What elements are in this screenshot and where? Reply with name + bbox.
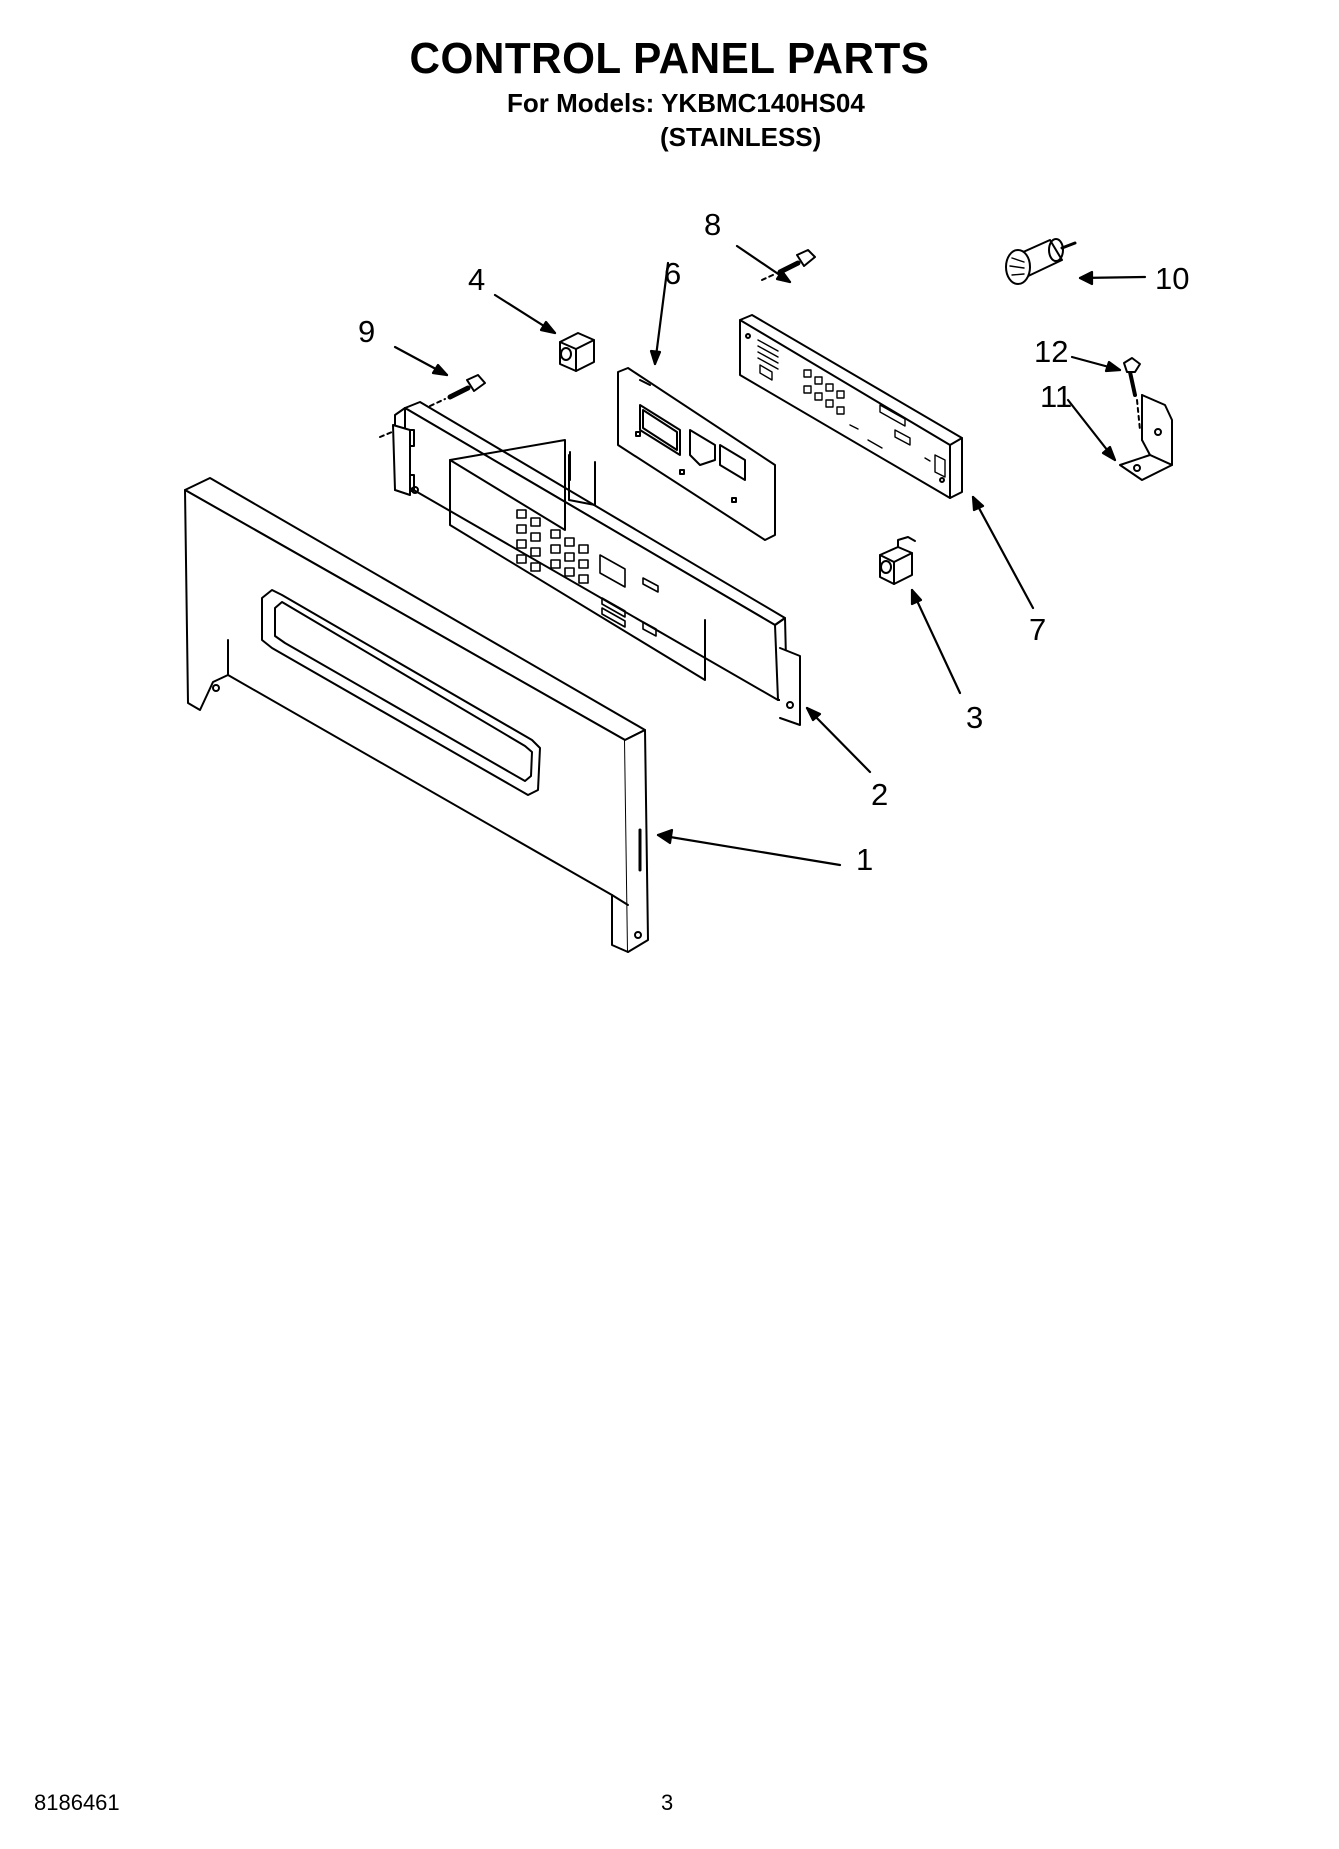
part-9-screw xyxy=(429,374,486,407)
callout-7: 7 xyxy=(1029,612,1046,647)
models-line: For Models: YKBMC140HS04 xyxy=(507,88,865,118)
part-11-bracket xyxy=(1119,394,1173,481)
part-6-insulator-plate xyxy=(617,367,776,541)
callout-8: 8 xyxy=(704,207,721,242)
callout-2: 2 xyxy=(871,777,888,812)
callout-12: 12 xyxy=(1034,334,1068,369)
callout-11: 11 xyxy=(1040,379,1072,414)
document-number: 8186461 xyxy=(34,1790,120,1815)
callout-6: 6 xyxy=(664,256,681,291)
part-2-console-bracket xyxy=(379,401,801,726)
callout-10: 10 xyxy=(1155,261,1189,296)
page-title: CONTROL PANEL PARTS xyxy=(409,34,930,83)
callout-4: 4 xyxy=(468,262,485,297)
callout-3: 3 xyxy=(966,700,983,735)
part-3-spacer xyxy=(879,536,916,585)
callout-9: 9 xyxy=(358,314,375,349)
part-8-screw xyxy=(761,249,816,281)
part-12-screw xyxy=(1123,357,1141,431)
part-1-control-panel-trim xyxy=(184,477,649,953)
callout-1: 1 xyxy=(856,842,873,877)
finish-line: (STAINLESS) xyxy=(660,122,822,152)
part-4-spacer xyxy=(559,332,595,372)
part-7-control-board xyxy=(739,314,963,499)
leader-lines xyxy=(393,244,1147,867)
page-number: 3 xyxy=(661,1790,674,1815)
part-10-cylinder xyxy=(1005,238,1077,285)
